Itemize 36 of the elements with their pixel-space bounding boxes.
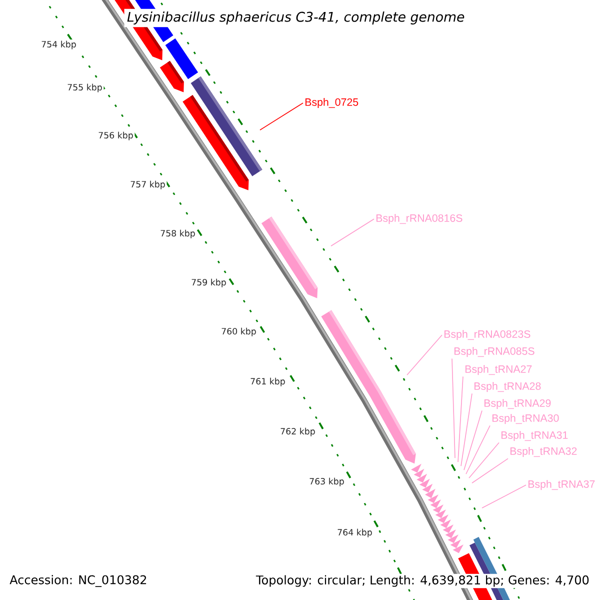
tick-label: 756 kbp	[96, 130, 135, 142]
gene-label: Bsph_0725	[305, 98, 358, 108]
tick-label: 760 kbp	[220, 326, 258, 338]
tick-label: 759 kbp	[190, 277, 228, 289]
gene-label: Bsph_tRNA30	[492, 414, 559, 424]
leader-line	[464, 410, 482, 470]
tick-label: 754 kbp	[40, 39, 78, 51]
tick-label: 763 kbp	[308, 476, 346, 488]
accession-label: Accession: NC_010382	[8, 574, 149, 588]
leader-line	[452, 358, 456, 458]
leader-line	[406, 334, 442, 376]
gene-label: Bsph_rRNA0816S	[376, 214, 462, 224]
gene-label: Bsph_tRNA29	[484, 399, 551, 409]
leader-line	[330, 218, 374, 246]
tick-label: 755 kbp	[66, 82, 104, 94]
gene-label: Bsph_tRNA27	[465, 365, 532, 375]
title: Lysinibacillus sphaericus C3-41, complete genome	[124, 8, 468, 28]
tick-label: 764 kbp	[336, 527, 374, 539]
gene-label: Bsph_rRNA0823S	[444, 330, 530, 340]
tick-label: 762 kbp	[278, 426, 317, 438]
tick-label: 761 kbp	[248, 376, 287, 388]
leader-line	[458, 376, 464, 462]
genome-info-label: Topology: circular; Length: 4,639,821 bp; Genes: 4,700	[254, 574, 591, 588]
leader-line	[466, 425, 490, 474]
leader-line	[460, 393, 472, 466]
gene-label: Bsph_tRNA37	[528, 480, 595, 490]
leader-line	[482, 484, 526, 508]
gene-label: Bsph_tRNA28	[474, 382, 541, 392]
leader-line	[468, 442, 500, 478]
gene-label: Bsph_rRNA085S	[454, 347, 534, 357]
leader-line	[472, 458, 508, 484]
gene-label: Bsph_tRNA32	[510, 447, 577, 457]
tick-label: 757 kbp	[128, 179, 167, 191]
tick-label: 758 kbp	[158, 228, 197, 240]
leader-line	[260, 102, 304, 130]
gene-label: Bsph_tRNA31	[501, 431, 568, 441]
